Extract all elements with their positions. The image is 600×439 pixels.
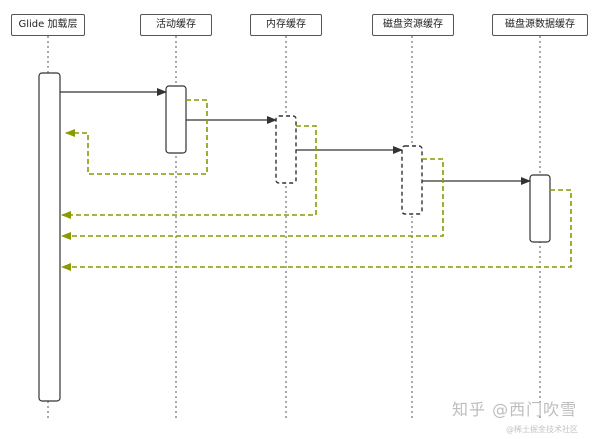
activation-memory	[275, 115, 297, 184]
activation-disk-source	[529, 174, 551, 243]
participant-glide-loader: Glide 加载层	[11, 14, 85, 36]
return-arrow-memory-to-glide	[61, 125, 317, 219]
activation-glide	[38, 72, 61, 402]
return-arrow-disk-source-to-glide	[61, 189, 572, 271]
return-arrow-disk-resource-to-glide	[61, 158, 444, 240]
participant-active-cache: 活动缓存	[140, 14, 212, 36]
participant-disk-resource-cache: 磁盘资源缓存	[372, 14, 454, 36]
activation-disk-resource	[401, 145, 423, 215]
participant-memory-cache: 内存缓存	[250, 14, 322, 36]
watermark: 知乎 @西门吹雪	[452, 400, 578, 419]
return-arrow-active-to-glide	[65, 99, 208, 175]
watermark-sub: @稀土掘金技术社区	[506, 425, 578, 434]
participant-disk-source-cache: 磁盘源数据缓存	[492, 14, 588, 36]
activation-active	[165, 85, 187, 154]
